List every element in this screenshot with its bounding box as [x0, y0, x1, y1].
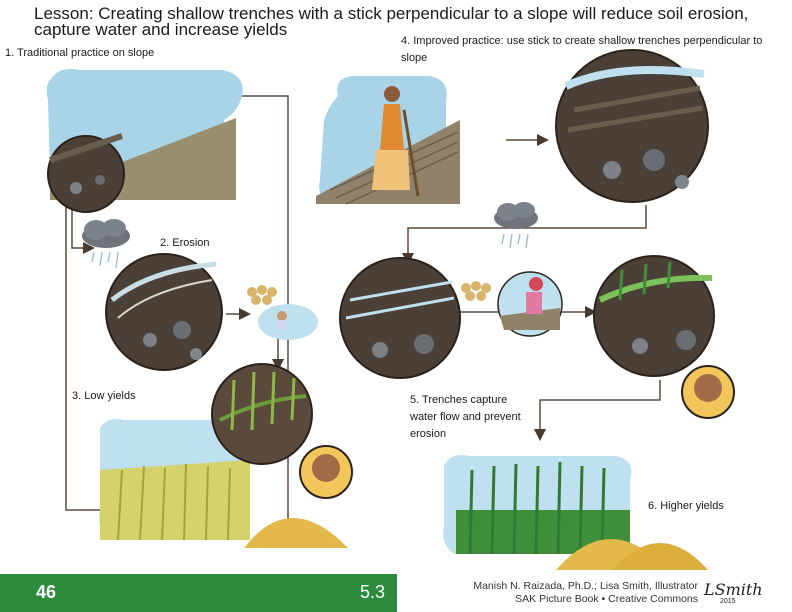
planting-farmer-small [258, 304, 318, 340]
connector-left-bracket [65, 130, 110, 511]
seeds-icon [247, 285, 277, 305]
connector-5-to-6 [534, 380, 661, 441]
credits: Manish N. Raizada, Ph.D.; Lisa Smith, Il… [460, 580, 698, 606]
connector-1-to-2 [71, 205, 95, 254]
panel-improved-practice [316, 76, 460, 205]
footer-bar [0, 574, 397, 612]
credit-authors: Manish N. Raizada, Ph.D.; Lisa Smith, Il… [473, 580, 698, 592]
step-6-label: 6. Higher yields [648, 500, 724, 512]
connector-4-to-5 [402, 205, 647, 265]
panel-traditional-slope [46, 69, 243, 213]
seeds-icon-2 [461, 281, 491, 301]
panel-trench-zoom [555, 49, 709, 203]
step-4-label: 4. Improved practice: use stick to creat… [401, 35, 763, 64]
step-1-label: 1. Traditional practice on slope [5, 47, 155, 59]
rain-cloud-icon-2 [494, 202, 538, 249]
planting-farmer-circle [497, 271, 563, 337]
page-number: 46 [36, 582, 57, 602]
lesson-title: Lesson: Creating shallow trenches with a… [34, 4, 749, 39]
section-number: 5.3 [360, 582, 386, 602]
rain-cloud-icon [82, 219, 130, 269]
step-5-label: 5. Trenches capture water flow and preve… [410, 394, 521, 440]
panel-growth-zoom [593, 255, 735, 419]
farmer-with-stick [372, 86, 420, 197]
signature-year: 2015 [720, 598, 736, 605]
panel-low-yields [99, 363, 353, 548]
step-3-label: 3. Low yields [72, 390, 136, 402]
step-2-label: 2. Erosion [160, 237, 210, 249]
panel-erosion [105, 253, 223, 371]
illustrator-signature: LSmith [704, 580, 763, 599]
panel-trenches-capture [339, 257, 461, 379]
credit-license: SAK Picture Book • Creative Commons [515, 593, 698, 605]
panel-higher-yields [443, 455, 708, 570]
